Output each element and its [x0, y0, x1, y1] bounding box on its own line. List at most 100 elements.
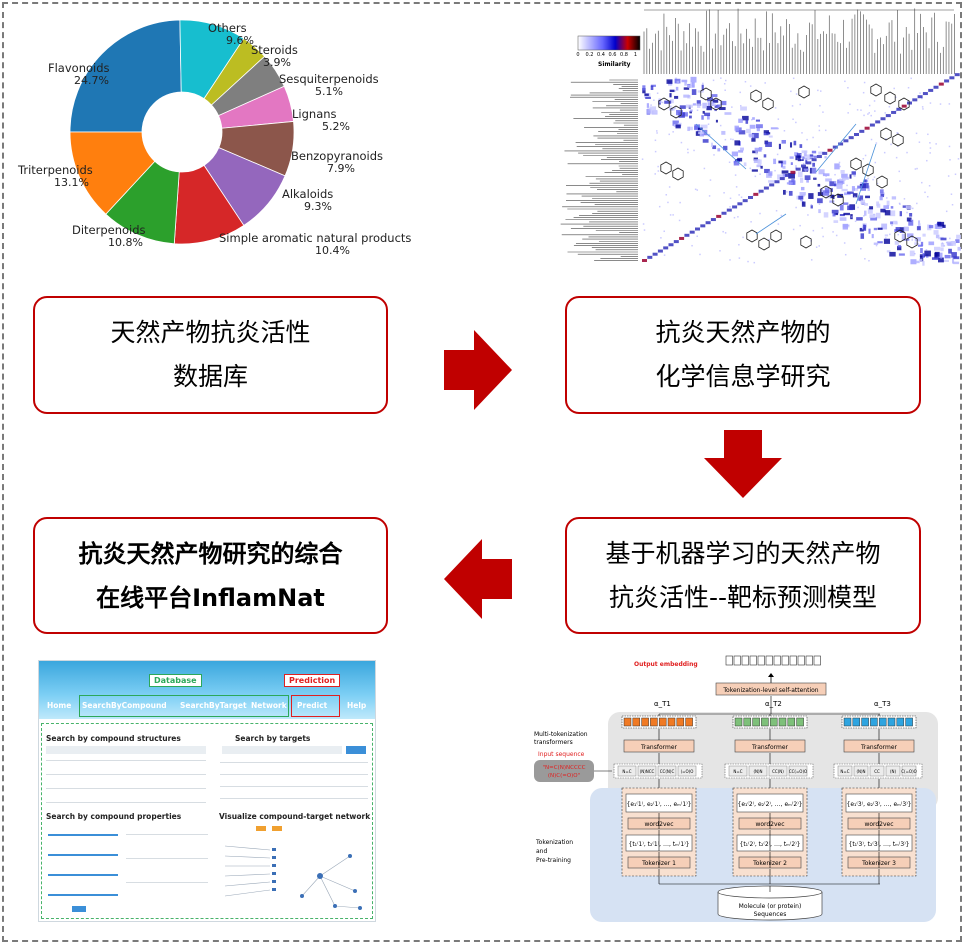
tokenizer-label: Tokenizer 2 [752, 860, 787, 867]
pie-label: Lignans [292, 107, 337, 121]
nav-predict[interactable]: Predict [297, 701, 328, 710]
token-text: CC(=O)O [789, 769, 807, 774]
property-search-button[interactable] [72, 906, 86, 912]
token-text: N=C [840, 769, 849, 774]
attention-cell [761, 717, 769, 727]
property-slider[interactable] [48, 854, 118, 856]
token-text: (=O)O [681, 769, 694, 774]
pie-percent: 13.1% [54, 176, 89, 189]
pie-percent: 5.1% [315, 85, 343, 98]
section-search-targets: Search by targets [235, 734, 311, 743]
output-cell [757, 655, 765, 666]
nav-help[interactable]: Help [347, 701, 367, 710]
database-box-line1: 天然产物抗炎活性 [110, 318, 311, 347]
token-cell [677, 765, 697, 777]
pie-slice-flavonoids [69, 19, 182, 133]
structure-search-bar[interactable] [46, 746, 206, 754]
heatmap-cells [641, 73, 961, 266]
platform-box-line1: 抗炎天然产物研究的综合 [78, 539, 343, 568]
token-text: (N)N [856, 769, 865, 774]
token-text: N=C [622, 769, 631, 774]
output-cell [725, 655, 733, 666]
target-table-line [220, 786, 368, 787]
pie-label: Alkaloids [282, 187, 333, 201]
transformer-label: Transformer [751, 744, 789, 751]
nav-search-by-target[interactable]: SearchByTarget [180, 701, 247, 710]
section-search-structures: Search by compound structures [46, 734, 181, 743]
token-cell [657, 765, 677, 777]
token-text: (N) [890, 769, 897, 774]
token-text: N=C [733, 769, 742, 774]
ml-model-box-line1: 基于机器学习的天然产物 [605, 538, 881, 568]
network-filter-chip[interactable] [272, 826, 282, 831]
colorbar-tick: 1 [634, 52, 637, 58]
attention-cell [632, 717, 641, 727]
embedding-set: {e₁⁽1⁾, e₂⁽1⁾, …, eₘ⁽1⁾} [627, 801, 692, 808]
website-body: Search by compound structures Search by … [41, 723, 373, 919]
token-cell [617, 765, 637, 777]
transformer-label: Transformer [860, 744, 898, 751]
output-cell [781, 655, 789, 666]
token-cell [885, 765, 901, 777]
attention-cell [861, 717, 869, 727]
token-attention-box [715, 682, 827, 696]
nav-home[interactable]: Home [47, 701, 72, 710]
pie-percent: 9.6% [226, 34, 254, 47]
attention-cell [676, 717, 685, 727]
input-sequence-box [534, 760, 594, 782]
pie-percent: 24.7% [74, 74, 109, 87]
property-slider[interactable] [48, 834, 118, 836]
token-cell [788, 765, 808, 777]
target-table-line [220, 774, 368, 775]
output-cell [741, 655, 749, 666]
alpha-t1: α_T1 [654, 700, 671, 708]
arrow-left-icon [444, 539, 512, 619]
website-header [39, 661, 375, 719]
nav-network[interactable]: Network [251, 701, 287, 710]
platform-box-line2: 在线平台InflamNat [96, 583, 325, 612]
attention-cell [769, 717, 778, 727]
token-cell [728, 765, 748, 777]
pie-percent: 9.3% [304, 200, 332, 213]
target-search-button[interactable] [346, 746, 366, 754]
colorbar-tick: 0.2 [586, 52, 594, 58]
token-cell [869, 765, 885, 777]
arrow-down-icon [704, 430, 782, 498]
attention-cell [796, 717, 804, 727]
input-sequence-label: Input sequence [538, 751, 585, 758]
property-slider[interactable] [48, 894, 118, 896]
attention-cell [650, 717, 658, 727]
property-table-line [126, 834, 208, 835]
cheminformatics-box: 抗炎天然产物的 化学信息学研究 [565, 296, 921, 414]
ml-model-box: 基于机器学习的天然产物 抗炎活性--靶标预测模型 [565, 517, 921, 634]
target-search-bar[interactable] [222, 746, 342, 754]
ml-model-box-line2: 抗炎活性--靶标预测模型 [608, 582, 878, 612]
pie-percent: 3.9% [263, 56, 291, 69]
token-cell [768, 765, 788, 777]
attention-cell [641, 717, 649, 727]
nav-search-by-compound[interactable]: SearchByCompound [82, 701, 167, 710]
token-cell [853, 765, 869, 777]
attention-cell [658, 717, 667, 727]
attention-cell [878, 717, 887, 727]
attention-cell [896, 717, 905, 727]
attention-cell [623, 717, 632, 727]
colorbar-tick: 0.8 [620, 52, 628, 58]
left-dendrogram [560, 79, 638, 261]
property-slider[interactable] [48, 874, 118, 876]
output-cell [733, 655, 741, 666]
pie-label: Diterpenoids [72, 223, 146, 237]
network-filter-chip[interactable] [256, 826, 266, 831]
target-table-line [220, 762, 368, 763]
transformer-region [608, 712, 938, 810]
token-text: (N)N [753, 769, 762, 774]
prediction-tag: Prediction [284, 674, 341, 687]
output-cell [773, 655, 781, 666]
colorbar-tick: 0.4 [597, 52, 605, 58]
tokenization-label-line3: Pre-training [536, 857, 571, 864]
attention-cell [870, 717, 878, 727]
section-search-properties: Search by compound properties [46, 812, 182, 821]
output-cell [805, 655, 813, 666]
